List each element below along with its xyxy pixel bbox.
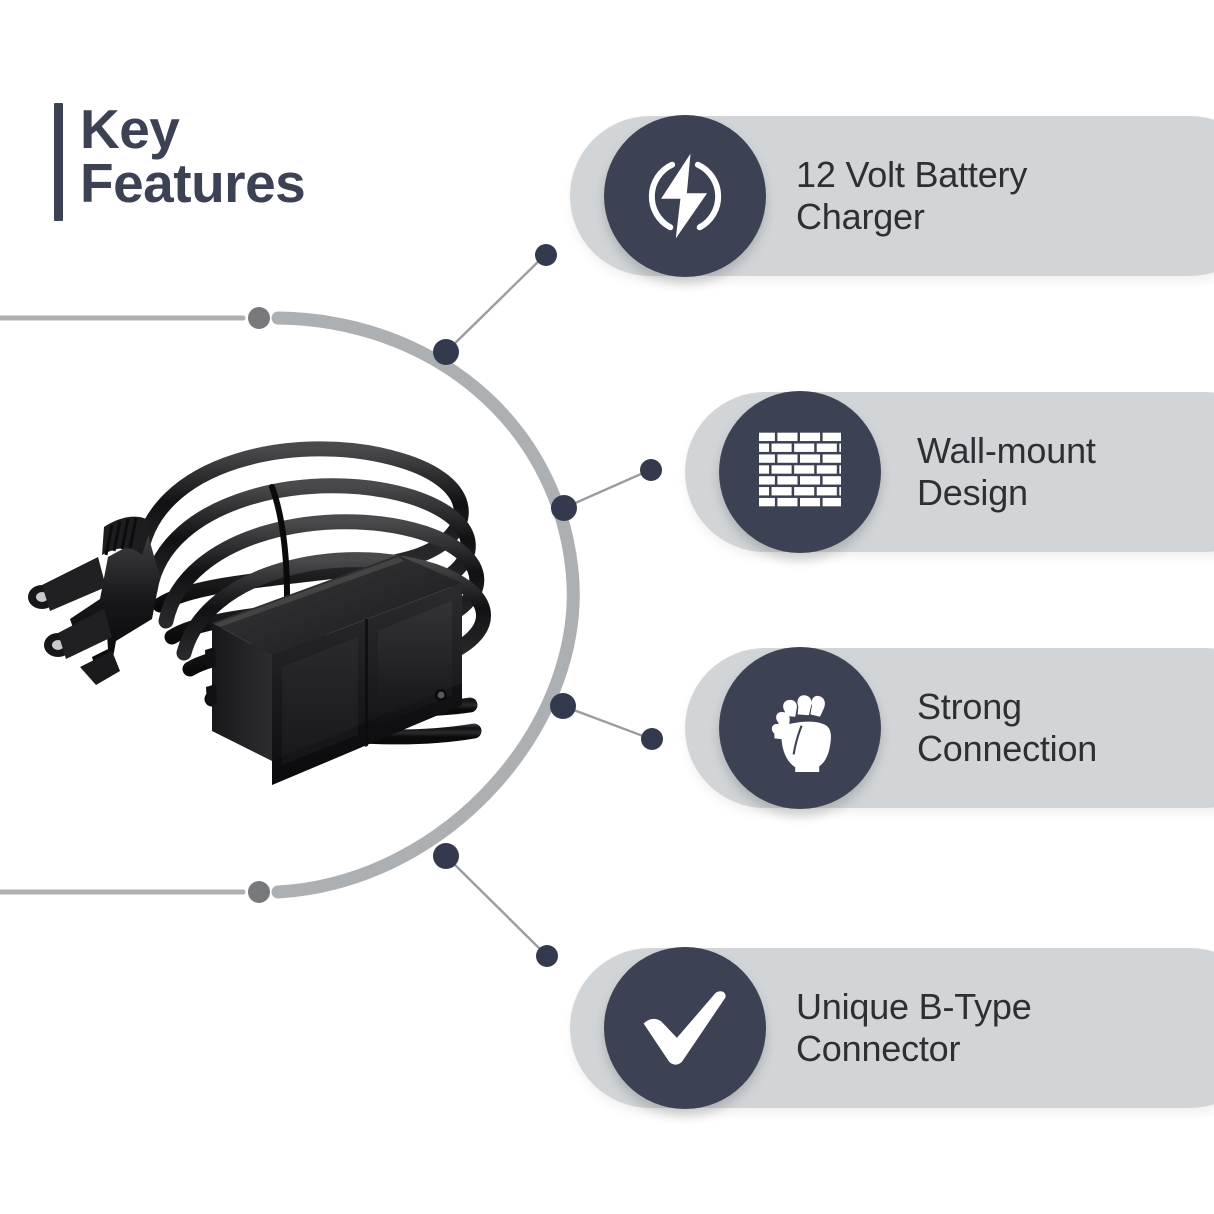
feature-card-unique-b-type-connector[interactable]: Unique B-Type Connector	[570, 947, 1214, 1109]
bottom-anchor-dot	[248, 881, 270, 903]
top-anchor-dot	[248, 307, 270, 329]
feature-card-12-volt-battery-charger[interactable]: 12 Volt Battery Charger	[570, 115, 1214, 277]
connector-line-3	[562, 704, 652, 741]
product-image	[28, 441, 491, 785]
connector-dot-3-card	[641, 728, 663, 750]
connector-dot-2-arc	[551, 495, 577, 521]
connector-dot-2-card	[640, 459, 662, 481]
checkmark-icon	[604, 947, 766, 1109]
title-text: Key Features	[80, 98, 306, 214]
feature-card-strong-connection[interactable]: Strong Connection	[685, 647, 1214, 809]
product-charger-brick	[205, 555, 462, 785]
connector-line-1	[445, 254, 546, 353]
raised-fist-icon	[719, 647, 881, 809]
feature-label: Wall-mount Design	[917, 429, 1096, 513]
connector-line-4	[445, 855, 547, 956]
connector-dot-1-card	[535, 244, 557, 266]
product-connector	[28, 516, 160, 685]
feature-card-wall-mount-design[interactable]: Wall-mount Design	[685, 391, 1214, 553]
feature-label: Strong Connection	[917, 685, 1098, 769]
connector-dot-4-card	[536, 945, 558, 967]
connector-dot-1-arc	[433, 339, 459, 365]
feature-label: 12 Volt Battery Charger	[796, 153, 1028, 237]
feature-label: Unique B-Type Connector	[796, 985, 1032, 1069]
brick-wall-icon	[719, 391, 881, 553]
title-accent-bar	[54, 103, 63, 221]
lightning-bolt-icon	[604, 115, 766, 277]
connector-line-2	[563, 468, 651, 510]
page-title: Key Features	[54, 98, 306, 221]
connector-dot-4-arc	[433, 843, 459, 869]
connector-dot-3-arc	[550, 693, 576, 719]
